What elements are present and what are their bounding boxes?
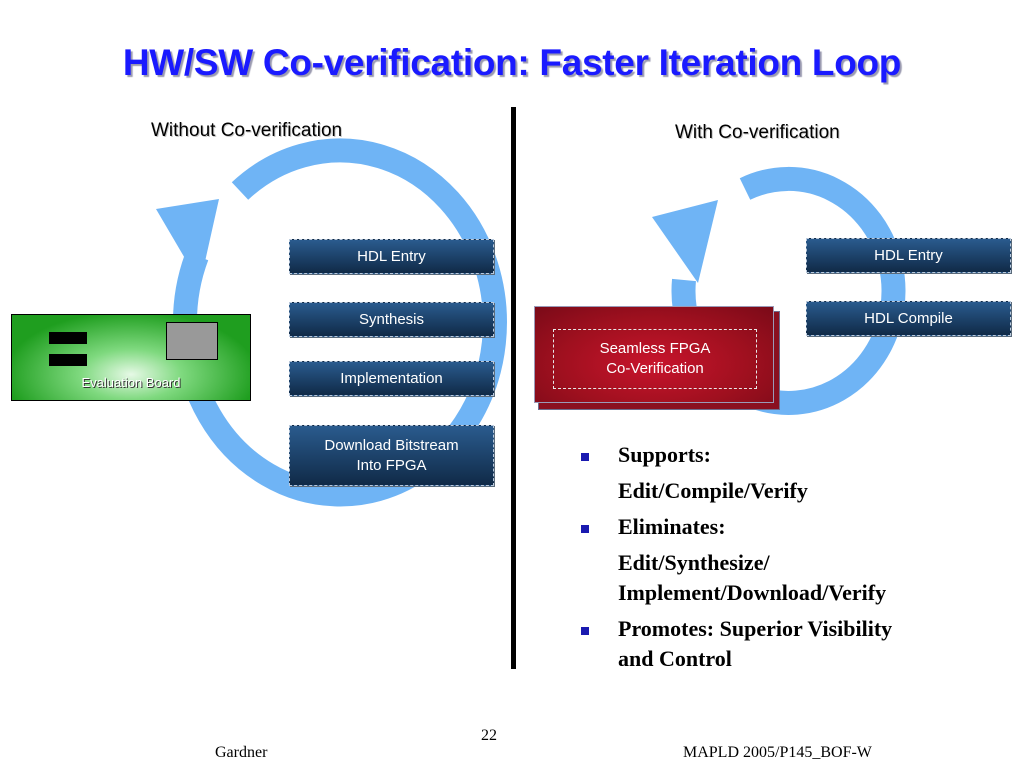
- left-loop-arrow-icon: [156, 138, 507, 507]
- bullet-head: Promotes: Superior Visibility: [618, 616, 893, 641]
- bullet-head: Eliminates:: [618, 514, 726, 539]
- step-label-line1: Download Bitstream: [324, 436, 459, 454]
- square-bullet-icon: [581, 525, 589, 533]
- step-download-bitstream: Download Bitstream Into FPGA: [289, 425, 494, 486]
- right-step-hdl-entry: HDL Entry: [806, 238, 1011, 273]
- right-step-hdl-compile: HDL Compile: [806, 301, 1011, 336]
- evaluation-board: Evaluation Board: [11, 314, 251, 401]
- board-label: Evaluation Board: [81, 375, 181, 390]
- bullet-cont: Implement/Download/Verify: [618, 580, 887, 605]
- step-label: Implementation: [340, 369, 443, 387]
- step-synthesis: Synthesis: [289, 302, 494, 337]
- bullet-cont: Edit/Synthesize/: [618, 550, 770, 575]
- left-heading: Without Co-verification: [151, 120, 343, 141]
- footer-reference: MAPLD 2005/P145_BOF-W: [683, 744, 872, 761]
- bullet-promotes: Promotes: Superior Visibility: [578, 614, 998, 644]
- section-divider: [511, 107, 516, 669]
- step-label: HDL Entry: [357, 247, 426, 265]
- board-chip-icon: [49, 332, 87, 344]
- bullet-cont: Edit/Compile/Verify: [618, 478, 808, 503]
- bullet-head: Supports:: [618, 442, 711, 467]
- square-bullet-icon: [581, 453, 589, 461]
- step-label: Synthesis: [358, 310, 425, 328]
- footer-author: Gardner: [215, 744, 268, 761]
- bullet-supports: Supports:: [578, 440, 998, 470]
- fpga-label-line2: Co-Verification: [606, 360, 704, 377]
- bullet-list: Supports: Edit/Compile/Verify Eliminates…: [578, 440, 998, 674]
- square-bullet-icon: [581, 627, 589, 635]
- right-heading: With Co-verification: [675, 122, 840, 143]
- page-number: 22: [481, 727, 497, 744]
- step-label: HDL Entry: [874, 246, 943, 264]
- board-chip-icon: [49, 354, 87, 366]
- step-implementation: Implementation: [289, 361, 494, 396]
- bullet-cont: and Control: [618, 646, 732, 671]
- slide-title: HW/SW Co-verification: Faster Iteration …: [122, 42, 902, 83]
- board-fpga-icon: [166, 322, 218, 360]
- step-label: HDL Compile: [864, 309, 953, 327]
- step-label-line2: Into FPGA: [356, 456, 427, 474]
- bullet-eliminates: Eliminates:: [578, 512, 998, 542]
- step-hdl-entry: HDL Entry: [289, 239, 494, 274]
- seamless-fpga-box: Seamless FPGA Co-Verification: [534, 306, 774, 403]
- seamless-fpga-label: Seamless FPGA Co-Verification: [553, 329, 757, 389]
- fpga-label-line1: Seamless FPGA: [599, 340, 711, 357]
